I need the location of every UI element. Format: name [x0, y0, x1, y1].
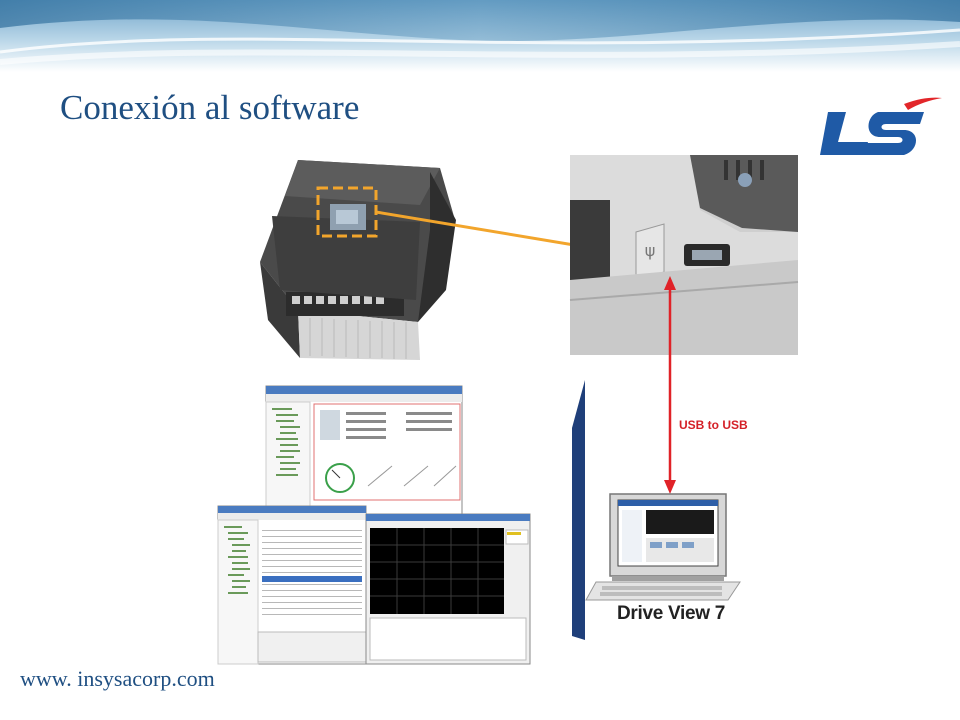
- footer-url[interactable]: www. insysacorp.com: [20, 666, 215, 691]
- pc-drive-view-image: [585, 493, 741, 601]
- connection-label: USB to USB: [679, 418, 748, 432]
- usb-port-closeup-image: ψ: [569, 155, 799, 355]
- pc-caption: Drive View 7: [617, 603, 726, 624]
- slide-title: Conexión al software: [60, 88, 360, 127]
- decorative-wedge: [572, 380, 585, 640]
- header-banner: [0, 0, 960, 72]
- inverter-drive-image: [260, 160, 456, 360]
- svg-text:ψ: ψ: [645, 241, 656, 260]
- software-window-scope: [365, 513, 531, 665]
- software-window-parameters: [217, 505, 367, 665]
